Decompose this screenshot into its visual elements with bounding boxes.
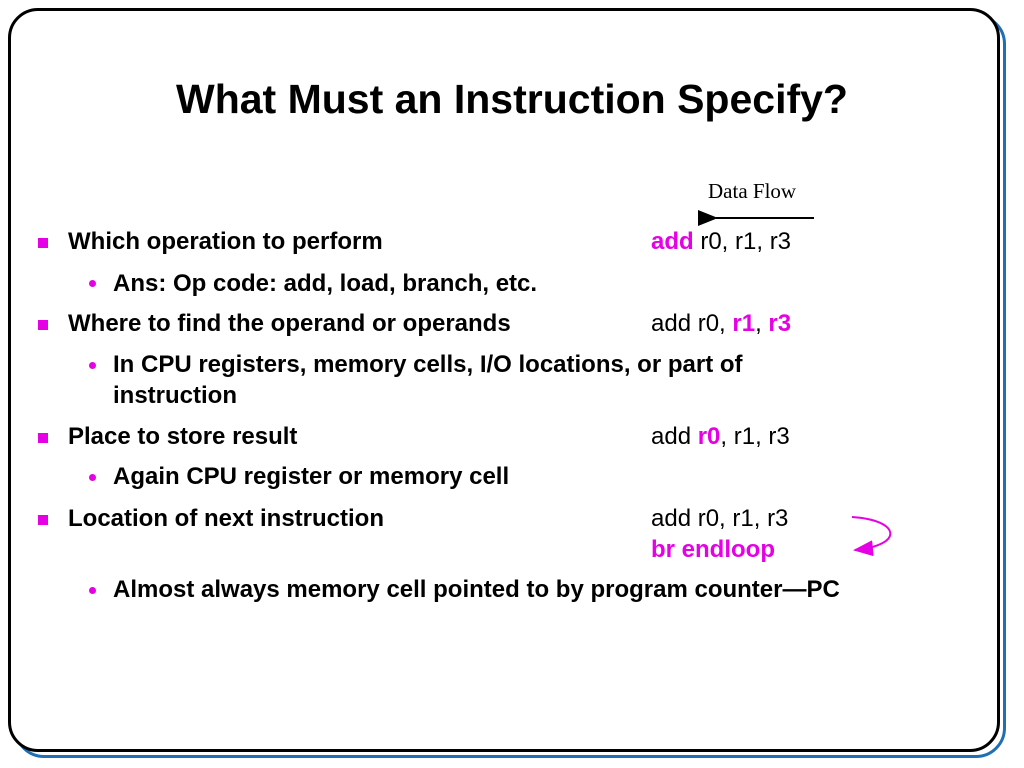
sub-bullet-opcode: Ans: Op code: add, load, branch, etc. — [113, 270, 538, 297]
bullet-dot-icon — [89, 587, 96, 594]
bullet-square-icon — [38, 238, 48, 248]
sub-bullet-operand-locations-cont: instruction — [113, 382, 237, 409]
data-flow-label: Data Flow — [708, 179, 797, 203]
sub-bullet-operand-locations: In CPU registers, memory cells, I/O loca… — [113, 351, 743, 378]
code-highlight-r0: r0 — [697, 423, 721, 450]
bullet-operation: Which operation to perform — [68, 228, 383, 255]
code-operation: add r0, r1, r3 — [651, 228, 791, 256]
bullet-next-instruction: Location of next instruction — [68, 505, 384, 532]
bullet-dot-icon — [89, 280, 96, 287]
code-pre: add — [651, 423, 698, 450]
code-result: add r0, r1, r3 — [651, 423, 790, 451]
branch-loop-arrow — [851, 516, 892, 557]
code-highlight: add — [651, 228, 694, 255]
code-sep: , — [755, 310, 769, 337]
code-pre: add r0, — [651, 310, 733, 337]
code-highlight-r1: r1 — [732, 310, 756, 337]
code-next-instruction-line2: br endloop — [651, 536, 775, 563]
bullet-dot-icon — [89, 362, 96, 369]
sub-bullet-result-location: Again CPU register or memory cell — [113, 463, 510, 490]
bullet-square-icon — [38, 433, 48, 443]
code-highlight-r3: r3 — [768, 310, 792, 337]
bullet-square-icon — [38, 320, 48, 330]
bullet-result: Place to store result — [68, 423, 298, 450]
sub-bullet-program-counter: Almost always memory cell pointed to by … — [113, 576, 840, 603]
code-operands: add r0, r1, r3 — [651, 310, 791, 338]
code-next-instruction-line1: add r0, r1, r3 — [651, 505, 789, 532]
slide-title: What Must an Instruction Specify? — [176, 76, 848, 122]
bullet-square-icon — [38, 515, 48, 525]
code-rest: , r1, r3 — [720, 423, 790, 450]
code-rest: r0, r1, r3 — [693, 228, 792, 255]
bullet-operands: Where to find the operand or operands — [68, 310, 511, 337]
bullet-dot-icon — [89, 474, 96, 481]
slide-frame — [8, 8, 1000, 752]
